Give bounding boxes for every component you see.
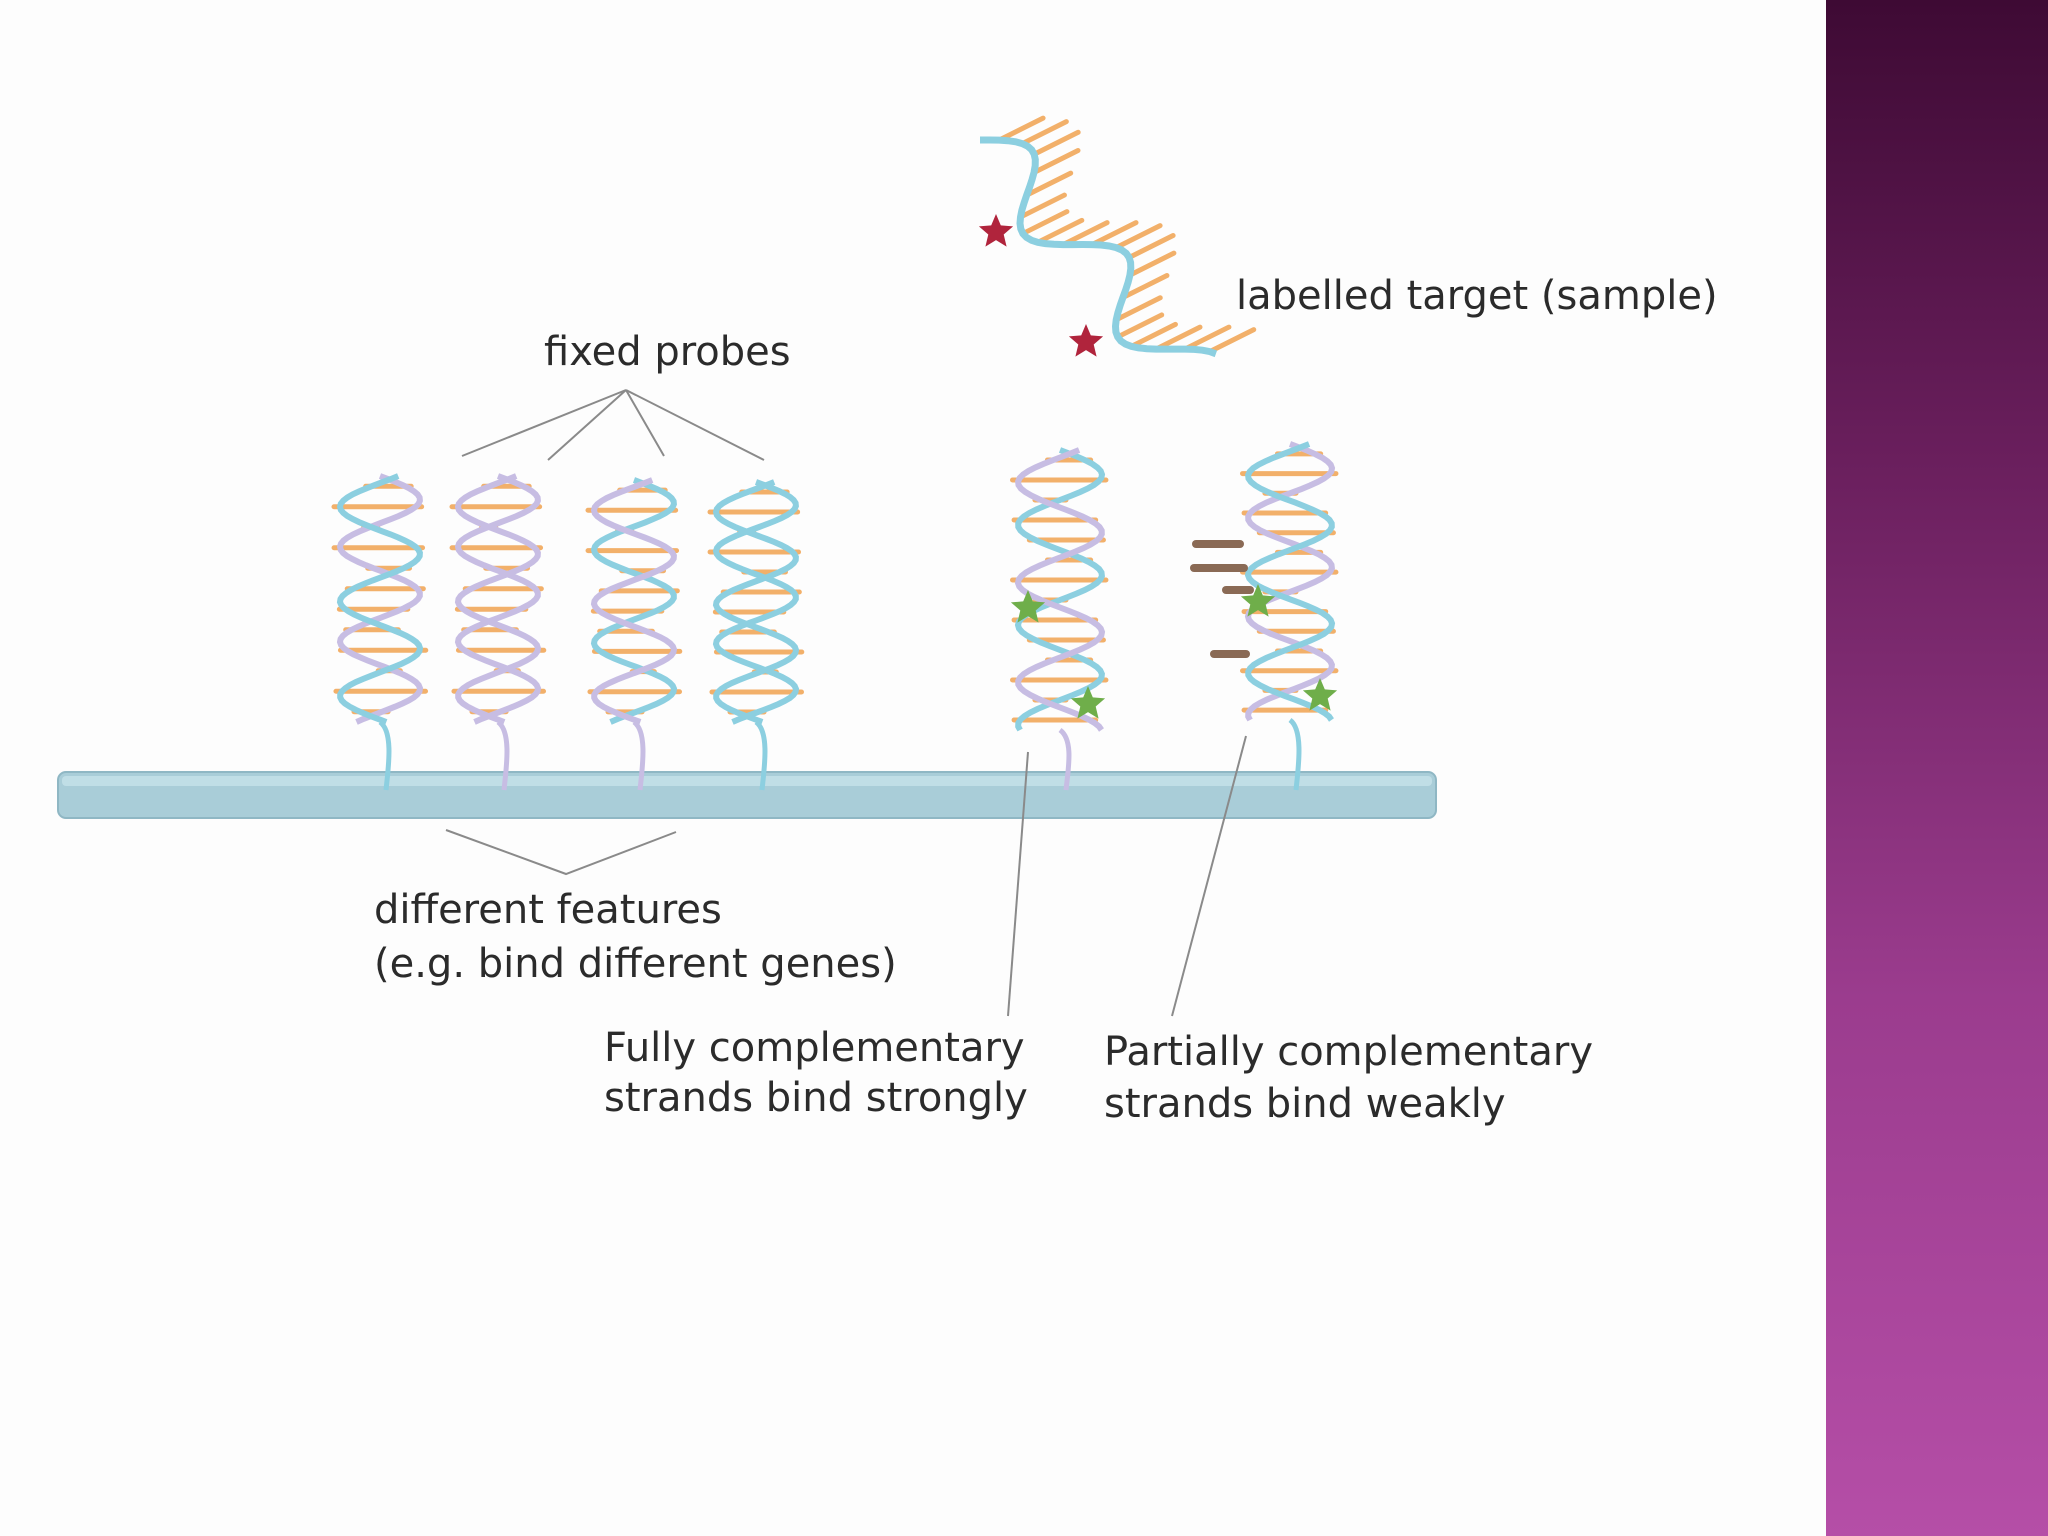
green-star-icon (1240, 584, 1276, 617)
target-base (1089, 220, 1139, 248)
partially-complementary-label-line1: Partially complementary (1104, 1029, 1593, 1075)
target-base (996, 115, 1046, 143)
target-base (1113, 223, 1163, 251)
backbone-strand (454, 473, 542, 725)
target-base (1207, 327, 1257, 355)
probe-linker (1058, 727, 1072, 791)
fixed-probe-helix (585, 477, 683, 791)
target-base (1020, 209, 1070, 237)
target-base (1017, 192, 1067, 220)
backbone-strand (590, 477, 678, 725)
slide-canvas: labelled target (sample) fixed probes di… (57, 115, 1718, 1127)
labelled-target-label: labelled target (sample) (1236, 273, 1718, 319)
target-base (1182, 324, 1232, 352)
fixed-probes-label: fixed probes (544, 329, 791, 375)
backbone-strand (1014, 447, 1106, 732)
target-base (1035, 217, 1085, 245)
decorative-side-panel (1826, 0, 2048, 1536)
target-base (1153, 324, 1203, 352)
backbone-strand (1244, 441, 1336, 722)
microarray-substrate (57, 771, 1437, 819)
partially-complementary-label-line2: strands bind weakly (1104, 1081, 1506, 1127)
green-star-icon (1070, 686, 1106, 719)
fixed-probe-helix (449, 473, 547, 791)
different-features-bracket (445, 829, 677, 876)
fixed-probe-helix (331, 473, 429, 791)
target-base (1060, 220, 1110, 248)
target-base (1127, 250, 1177, 278)
backbone-strand (1014, 447, 1106, 732)
fully-complementary-label-line1: Fully complementary (604, 1025, 1025, 1071)
target-base (1031, 147, 1081, 175)
backbone-strand (336, 473, 424, 725)
fully-complementary-label-line2: strands bind strongly (604, 1075, 1028, 1121)
target-base (1128, 321, 1178, 349)
green-star-icon (1302, 678, 1338, 711)
backbone-strand (454, 473, 542, 725)
fully-complementary-pointer (1007, 751, 1029, 1017)
target-base (1115, 312, 1165, 340)
backbone-strand (1244, 441, 1336, 722)
probe-linker (754, 719, 768, 791)
fully-bound-probe-helix (1010, 447, 1109, 791)
target-backbone (980, 136, 1218, 358)
partially-bound-probe-helix (1240, 441, 1339, 791)
probe-linker (632, 719, 646, 791)
different-features-label-line2: (e.g. bind different genes) (374, 941, 897, 987)
different-features-label-line1: different features (374, 887, 722, 933)
mismatched-bases (1190, 540, 1254, 658)
target-base (1113, 295, 1163, 323)
labelled-target-strand (980, 115, 1257, 358)
backbone-strand (712, 479, 800, 725)
probe-linker (496, 719, 510, 791)
target-base (1019, 119, 1069, 147)
fixed-probes-callout-lines (461, 389, 765, 461)
target-base (1024, 170, 1074, 198)
fixed-probe-helix (707, 479, 805, 791)
red-star-icon (1068, 324, 1104, 357)
backbone-strand (590, 477, 678, 725)
partially-complementary-pointer (1171, 735, 1247, 1017)
backbone-strand (336, 473, 424, 725)
backbone-strand (712, 479, 800, 725)
red-star-icon (978, 214, 1014, 247)
green-star-icon (1010, 590, 1046, 623)
target-base (1031, 129, 1081, 157)
microarray-diagram (57, 115, 1437, 1017)
probe-linker (1288, 717, 1302, 791)
target-base (1126, 233, 1176, 261)
target-base (1120, 273, 1170, 301)
probe-linker (378, 719, 392, 791)
